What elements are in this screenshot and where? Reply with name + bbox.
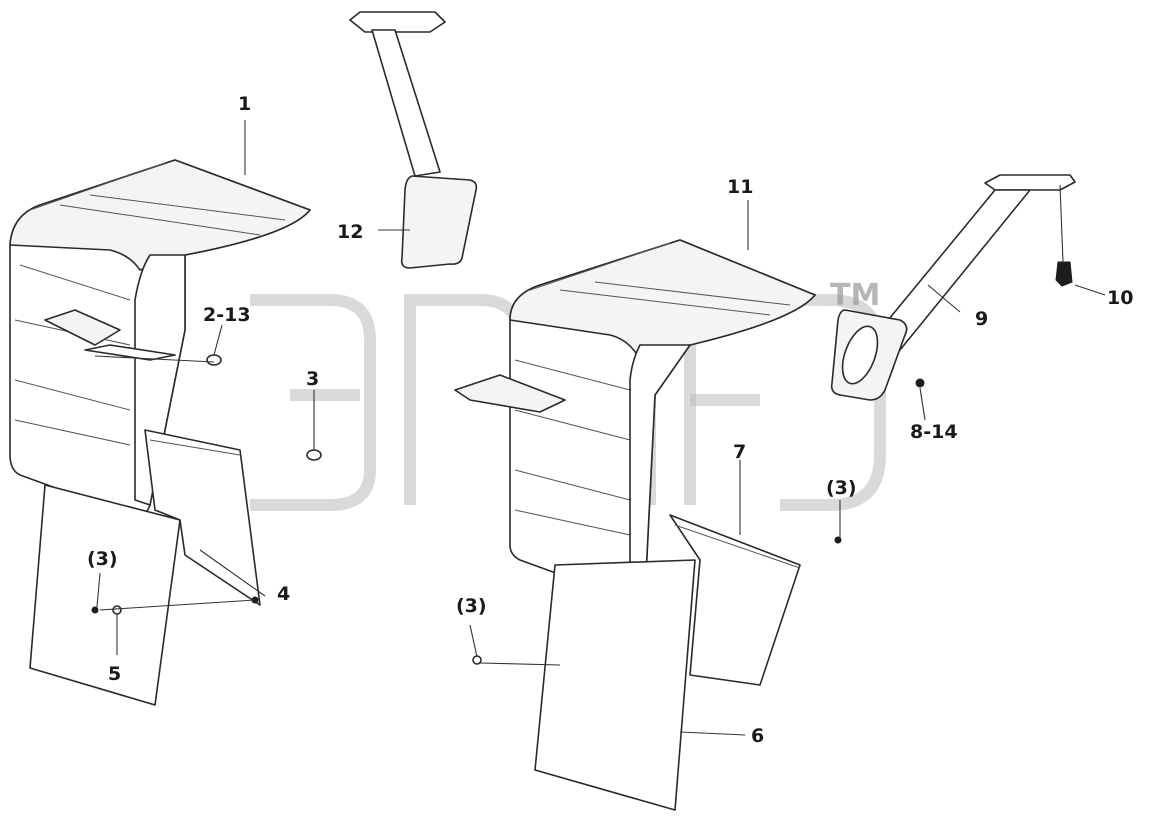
callout-10: 10 [1107,287,1133,309]
callout-3: 3 [306,368,319,390]
left-mudflap [29,429,261,706]
fasteners [206,354,322,461]
leader-lines [94,120,1106,736]
callout-3-left: (3) [87,548,118,570]
right-fender [454,239,816,603]
callout-2-13: 2-13 [203,304,251,326]
left-bracket-arm [349,11,478,269]
callout-6: 6 [751,725,764,747]
watermark-tm: TM [830,278,880,313]
callout-7: 7 [733,441,746,463]
callout-labels: 1 12 11 10 9 2-13 3 8-14 7 (3) (3) 4 5 (… [87,93,1133,747]
callout-3-right: (3) [826,477,857,499]
callout-9: 9 [975,308,988,330]
callout-12: 12 [337,221,363,243]
right-mudflap [472,514,842,811]
callout-11: 11 [727,176,753,198]
callout-3-mid: (3) [456,595,487,617]
right-bracket-arm [830,174,1076,401]
callout-8-14: 8-14 [910,421,958,443]
callout-5: 5 [108,663,121,685]
callout-4: 4 [277,583,290,605]
callout-1: 1 [238,93,251,115]
